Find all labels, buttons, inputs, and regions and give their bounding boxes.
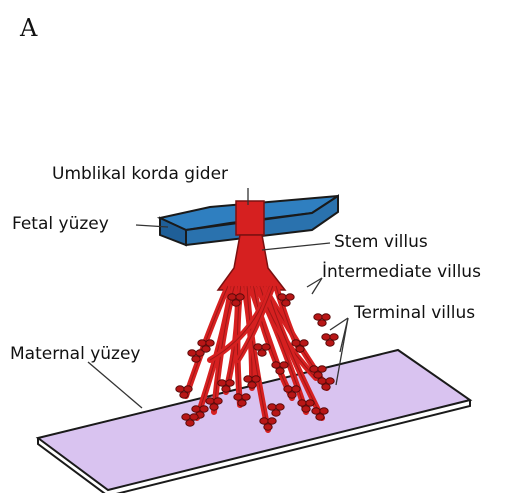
terminal-villus-knob — [276, 368, 284, 374]
terminal-villus-knob — [238, 400, 246, 406]
terminal-villus-knob — [326, 378, 334, 384]
terminal-villus-knob — [314, 314, 322, 320]
terminal-villus-knob — [186, 420, 194, 426]
terminal-villus-knob — [226, 380, 234, 386]
terminal-villus-knob — [190, 414, 198, 420]
terminal-villus-knob — [268, 418, 276, 424]
terminal-villus-knob — [278, 294, 286, 300]
terminal-villus-knob — [310, 366, 318, 372]
terminal-villus-knob — [192, 356, 200, 362]
terminal-villus-knob — [284, 386, 292, 392]
terminal-villus-knob — [218, 380, 226, 386]
terminal-villus-knob — [244, 376, 252, 382]
terminal-villus-knob — [242, 394, 250, 400]
terminal-villus-knob — [192, 406, 200, 412]
umbilical-cord — [236, 201, 264, 235]
terminal-villus-knob — [262, 344, 270, 350]
terminal-villus-knob — [296, 346, 304, 352]
terminal-villus-knob — [272, 362, 280, 368]
terminal-villus-knob — [206, 398, 214, 404]
intermediate-villus-label: İntermediate villus — [322, 264, 481, 281]
terminal-villus-knob — [268, 404, 276, 410]
terminal-villus-knob — [232, 300, 240, 306]
maternal-surface-label: Maternal yüzey — [10, 346, 141, 363]
maternal-leader — [88, 362, 142, 408]
terminal-villus-knob — [188, 350, 196, 356]
terminal-villus-knob — [292, 340, 300, 346]
terminal-villus-knob — [312, 408, 320, 414]
terminal-villus-knob — [314, 372, 322, 378]
terminal-villus-knob — [280, 362, 288, 368]
terminal-villus-knob — [318, 366, 326, 372]
terminal-villus-knob — [282, 300, 290, 306]
terminal-villus-knob — [306, 400, 314, 406]
terminal-villus-knob — [210, 404, 218, 410]
terminal-villus-knob — [176, 386, 184, 392]
terminal-villus-knob — [316, 414, 324, 420]
terminal-villus-knob — [264, 424, 272, 430]
terminal-villus-knob — [326, 340, 334, 346]
terminal-villus-knob — [254, 344, 262, 350]
terminal-villus-knob — [236, 294, 244, 300]
terminal-villus-knob — [330, 334, 338, 340]
terminal-villus-knob — [320, 408, 328, 414]
terminal-villus-knob — [288, 392, 296, 398]
terminal-villus-knob — [322, 334, 330, 340]
terminal-villus-knob — [222, 386, 230, 392]
stem-villus — [218, 235, 285, 290]
terminal-villus-knob — [200, 406, 208, 412]
terminal-villus-knob — [276, 404, 284, 410]
terminal-villus-knob — [292, 386, 300, 392]
terminal-villus-knob — [182, 414, 190, 420]
stem-villus-leader — [262, 243, 330, 250]
terminal-villus-label: Terminal villus — [354, 305, 475, 322]
terminal-villus-knob — [180, 392, 188, 398]
terminal-villus-knob — [198, 340, 206, 346]
umbilical-label: Umblikal korda gider — [52, 166, 228, 183]
terminal-villus-knob — [322, 384, 330, 390]
stem-villus-label: Stem villus — [334, 234, 428, 251]
terminal-villus-knob — [202, 346, 210, 352]
terminal-villus-knob — [214, 398, 222, 404]
terminal-villus-knob — [298, 400, 306, 406]
terminal-villus-knob — [300, 340, 308, 346]
terminal-villus-knob — [248, 382, 256, 388]
terminal-villus-knob — [234, 394, 242, 400]
terminal-villus-knob — [252, 376, 260, 382]
terminal-villus-knob — [302, 406, 310, 412]
terminal-villus-knob — [322, 314, 330, 320]
terminal-villus-knob — [206, 340, 214, 346]
terminal-villus-knob — [272, 410, 280, 416]
terminal-villus-knob — [260, 418, 268, 424]
terminal-villus-knob — [318, 320, 326, 326]
fetal-surface-label: Fetal yüzey — [12, 216, 109, 233]
terminal-villus-knob — [286, 294, 294, 300]
terminal-villus-knob — [228, 294, 236, 300]
terminal-villus-knob — [318, 378, 326, 384]
terminal-villus-knob — [184, 386, 192, 392]
terminal-villus-knob — [258, 350, 266, 356]
